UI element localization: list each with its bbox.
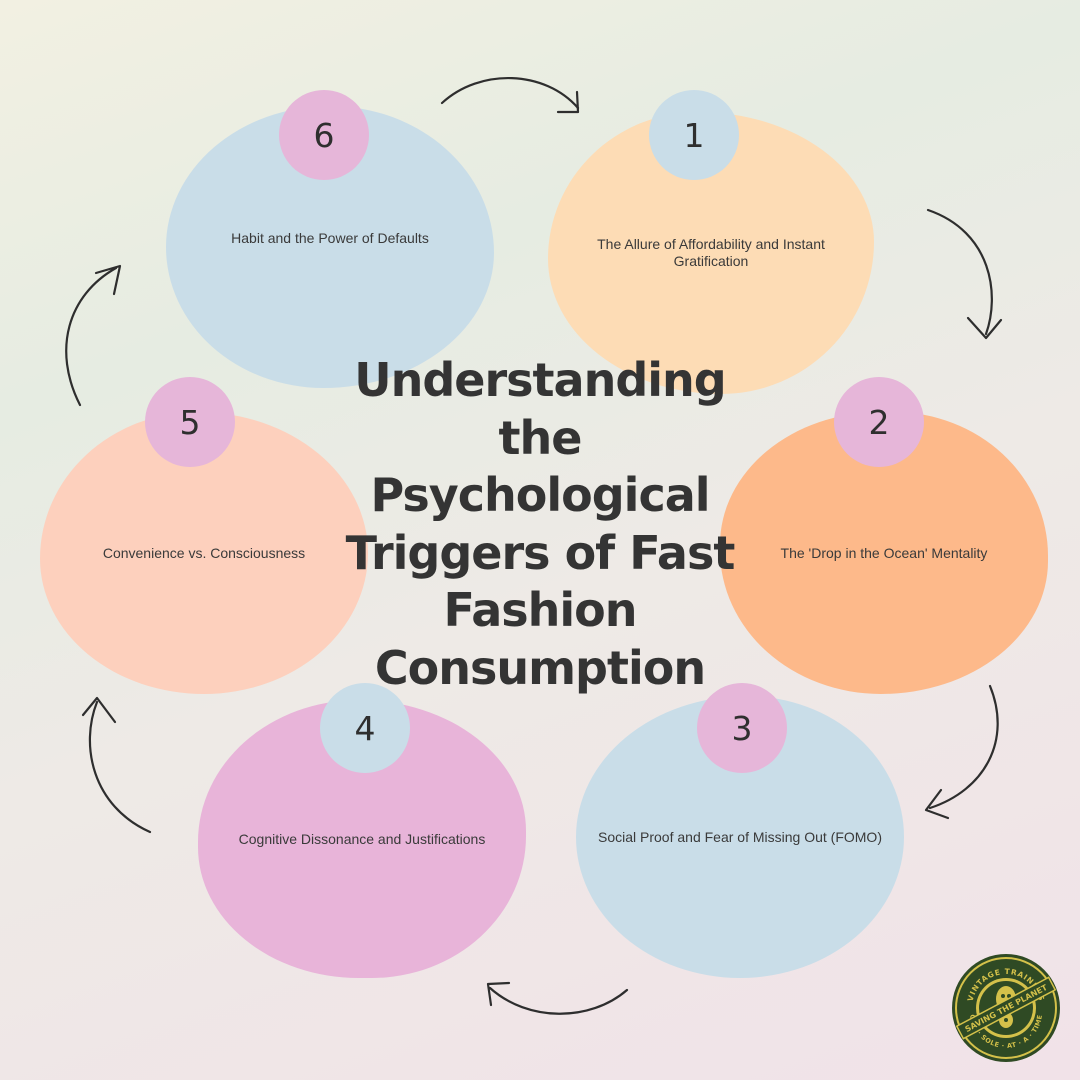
step-6-number: 6 — [313, 115, 335, 155]
title-line-3: Psychological — [370, 468, 710, 522]
step-3-badge: 3 — [697, 683, 787, 773]
step-1-badge: 1 — [649, 90, 739, 180]
arrow-4-to-5 — [81, 696, 152, 834]
step-5-badge: 5 — [145, 377, 235, 467]
diagram-title: Understanding the Psychological Triggers… — [330, 352, 750, 697]
step-5-number: 5 — [179, 402, 201, 442]
step-3-number: 3 — [731, 708, 753, 748]
step-1-label: The Allure of Affordability and Instant … — [597, 236, 825, 269]
arrow-6-to-1 — [440, 76, 580, 114]
step-3-label: Social Proof and Fear of Missing Out (FO… — [598, 828, 882, 845]
arrow-3-to-4 — [486, 981, 629, 1015]
title-line-2: the — [498, 410, 583, 465]
title-line-6: Consumption — [374, 640, 706, 695]
arrow-5-to-6 — [65, 264, 122, 407]
step-2-number: 2 — [868, 402, 890, 442]
vintage-trainers-logo: VINTAGE TRAINERS ONE · SOLE · AT · A · T… — [952, 954, 1060, 1062]
step-5-label: Convenience vs. Consciousness — [102, 544, 306, 561]
arrow-1-to-2 — [926, 208, 1003, 340]
step-1-number: 1 — [683, 115, 705, 155]
title-line-5: Fashion — [443, 583, 637, 637]
step-6-badge: 6 — [279, 90, 369, 180]
step-2-badge: 2 — [834, 377, 924, 467]
step-4-label: Cognitive Dissonance and Justifications — [238, 830, 486, 847]
step-6-label: Habit and the Power of Defaults — [231, 229, 429, 246]
arrow-2-to-3 — [924, 684, 999, 820]
step-4-badge: 4 — [320, 683, 410, 773]
title-line-4: Triggers of Fast — [345, 525, 736, 580]
step-2-label: The 'Drop in the Ocean' Mentality — [780, 544, 988, 561]
title-line-1: Understanding — [354, 353, 726, 407]
step-4-number: 4 — [354, 708, 376, 748]
